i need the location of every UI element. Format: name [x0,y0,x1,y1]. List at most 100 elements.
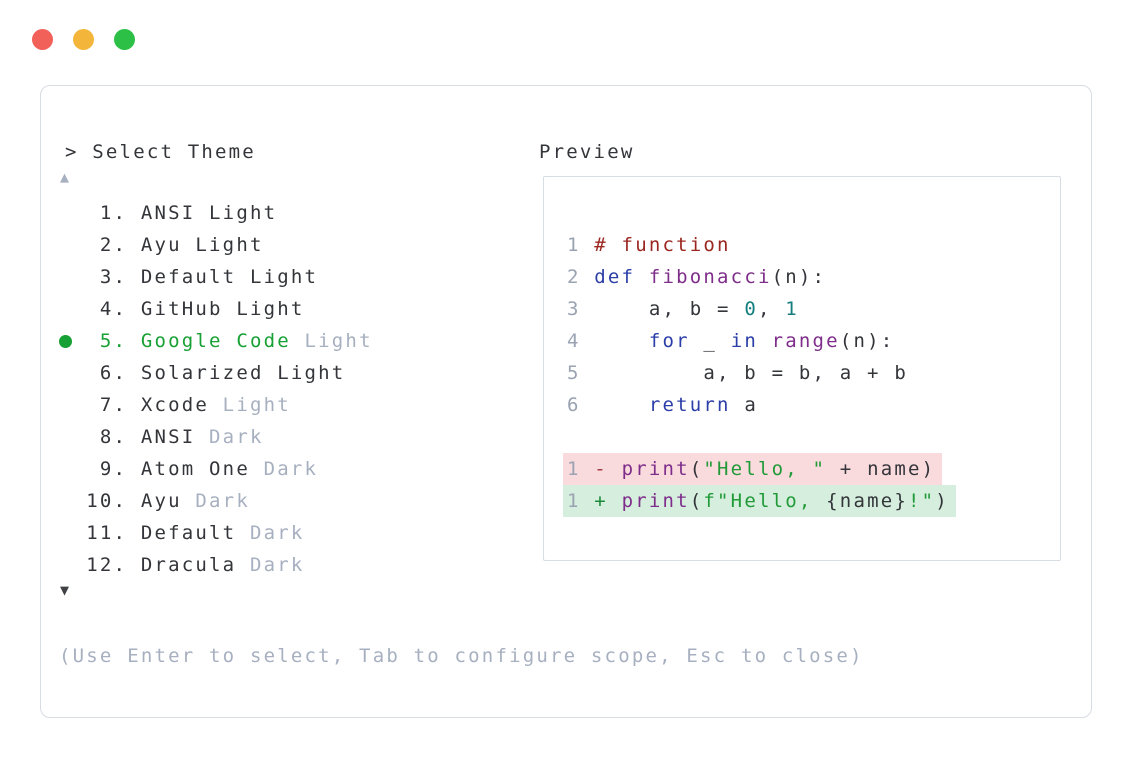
help-text: (Use Enter to select, Tab to configure s… [59,645,864,667]
theme-list-item[interactable]: 3. Default Light [59,261,373,293]
code-line: 1 # function [567,229,956,261]
code-line: 5 a, b = b, a + b [567,357,956,389]
token-text: _ [689,330,731,352]
item-name: GitHub [140,298,223,320]
theme-list-item[interactable]: 9. Atom One Dark [59,453,373,485]
item-name: Ayu [140,234,182,256]
token-text [608,490,622,512]
item-number: 9. [59,458,141,480]
item-number: 10. [59,490,141,512]
select-theme-prompt: > Select Theme [65,141,256,163]
token-ln: 1 [567,490,581,512]
theme-list-item[interactable]: 6. Solarized Light [59,357,373,389]
theme-list-item[interactable]: 2. Ayu Light [59,229,373,261]
token-text: ( [689,458,704,480]
item-variant: Light [209,394,291,416]
item-name: Default [140,522,237,544]
item-name: ANSI [140,202,196,224]
item-number: 4. [59,298,141,320]
item-name: ANSI [140,426,196,448]
token-text: (n): [839,330,895,352]
theme-list-item[interactable]: 5. Google Code Light [59,325,373,357]
theme-list-item[interactable]: 1. ANSI Light [59,197,373,229]
token-text [608,458,622,480]
item-number: 11. [59,522,141,544]
token-text [581,394,649,416]
token-string: !" [908,490,936,512]
diff-line-add: 1 + print(f"Hello, {name}!") [563,485,956,517]
item-number: 1. [59,202,141,224]
item-variant: Light [236,266,319,288]
item-name: Default [140,266,237,288]
theme-list-item[interactable]: 4. GitHub Light [59,293,373,325]
code-line: 4 for _ in range(n): [567,325,956,357]
scroll-up-icon[interactable]: ▲ [60,168,70,186]
token-number: 1 [785,298,799,320]
diff-line-del: 1 - print("Hello, " + name) [563,453,956,485]
item-variant: Dark [181,490,250,512]
token-text [758,330,772,352]
token-text [581,458,595,480]
token-ln: 2 [567,266,581,288]
token-text [581,266,595,288]
theme-list-item[interactable]: 7. Xcode Light [59,389,373,421]
token-ln: 5 [567,362,581,384]
item-number: 8. [59,426,141,448]
window-controls [32,29,135,50]
selected-item-dot-icon [59,334,72,348]
minimize-button-icon[interactable] [73,29,94,50]
token-text [635,266,649,288]
token-keyword: return [648,394,731,416]
theme-list-item[interactable]: 11. Default Dark [59,517,373,549]
token-keyword: in [730,330,758,352]
token-text: ) [935,490,949,512]
token-title: print [621,458,690,480]
item-variant: Light [195,202,278,224]
token-text [581,330,649,352]
token-text [581,490,595,512]
token-ln: 3 [567,298,581,320]
item-name: Google Code [140,330,291,352]
theme-picker-panel: > Select Theme ▲ 1. ANSI Light 2. Ayu Li… [40,85,1092,718]
item-number: 3. [59,266,141,288]
item-variant: Dark [236,522,305,544]
token-text: a, b = [580,298,745,320]
token-keyword: for [648,330,690,352]
scroll-down-icon[interactable]: ▼ [60,581,70,599]
token-string: "Hello, " [703,458,827,480]
item-name: Solarized [140,362,264,384]
token-text: (n): [771,266,827,288]
zoom-button-icon[interactable] [114,29,135,50]
item-variant: Light [263,362,346,384]
item-variant: Light [222,298,305,320]
item-variant: Light [290,330,373,352]
token-keyword: def [594,266,636,288]
theme-list-item[interactable]: 8. ANSI Dark [59,421,373,453]
item-number: 5. [59,330,141,352]
item-number: 12. [59,554,141,576]
diff-added-highlight: 1 + print(f"Hello, {name}!") [563,485,956,517]
diff-removed-highlight: 1 - print("Hello, " + name) [563,453,943,485]
preview-label: Preview [539,141,635,163]
item-name: Xcode [140,394,210,416]
theme-list-item[interactable]: 12. Dracula Dark [59,549,373,581]
theme-list-item[interactable]: 10. Ayu Dark [59,485,373,517]
token-ln: 6 [567,394,581,416]
close-button-icon[interactable] [32,29,53,50]
item-number: 6. [59,362,141,384]
item-number: 7. [59,394,141,416]
token-text: ( [689,490,704,512]
code-line: 6 return a [567,389,956,421]
code-line [567,421,956,453]
token-ln: 1 [567,458,581,480]
item-name: Ayu [140,490,182,512]
item-name: Atom One [140,458,250,480]
token-title: fibonacci [648,266,772,288]
token-ln: 1 [567,234,581,256]
item-variant: Dark [195,426,264,448]
item-variant: Light [181,234,264,256]
token-del: - [594,458,608,480]
item-variant: Dark [236,554,305,576]
